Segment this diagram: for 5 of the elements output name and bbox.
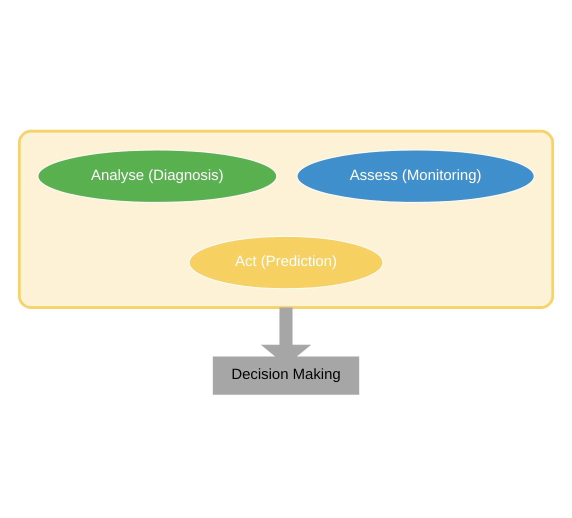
node-box: Decision Making bbox=[212, 356, 360, 395]
cluster bbox=[18, 130, 554, 309]
node-ellipse: Analyse (Diagnosis) bbox=[38, 150, 278, 203]
node-ellipse: Act (Prediction) bbox=[188, 236, 384, 290]
node-ellipse: Assess (Monitoring) bbox=[296, 150, 535, 203]
